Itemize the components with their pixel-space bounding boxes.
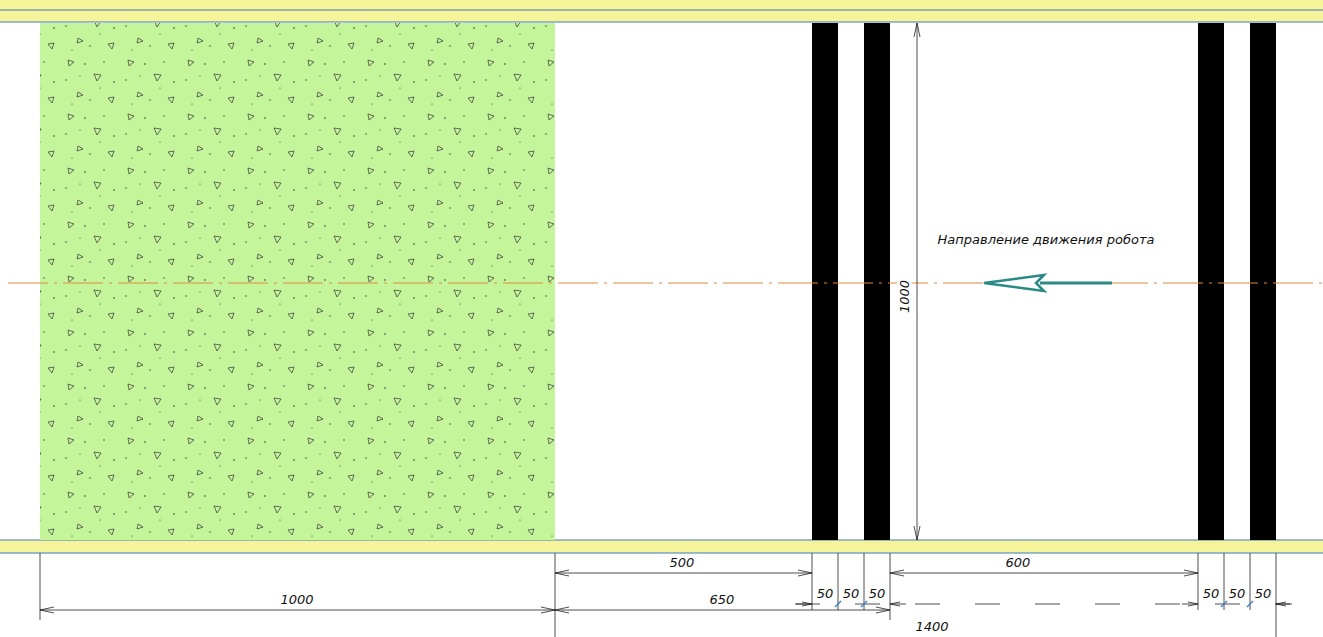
center-line <box>8 283 1323 284</box>
dimension-lines <box>40 23 1292 637</box>
tick-marks <box>835 601 1253 607</box>
dimension-value: 50 <box>868 586 887 601</box>
dimension-value: 50 <box>1202 586 1221 601</box>
direction-note: Направление движения робота <box>937 232 1156 247</box>
direction-arrow <box>984 275 1112 291</box>
stripes <box>812 23 1276 540</box>
dimension-value: 50 <box>1228 586 1247 601</box>
dimension-value: 600 <box>1005 555 1032 570</box>
bottom-border <box>0 540 1323 553</box>
dimension-value: 50 <box>816 586 835 601</box>
zone-texture <box>40 23 555 540</box>
dimension-value: 50 <box>1254 586 1273 601</box>
dimension-value: 650 <box>709 592 736 607</box>
finish-zone <box>40 23 555 540</box>
dimension-value: 500 <box>669 555 696 570</box>
dimension-value: 50 <box>842 586 861 601</box>
dimension-value: 1400 <box>914 619 949 634</box>
dimension-value: 1000 <box>898 278 913 313</box>
dimension-value: 1000 <box>279 592 314 607</box>
top-border <box>0 0 1323 22</box>
